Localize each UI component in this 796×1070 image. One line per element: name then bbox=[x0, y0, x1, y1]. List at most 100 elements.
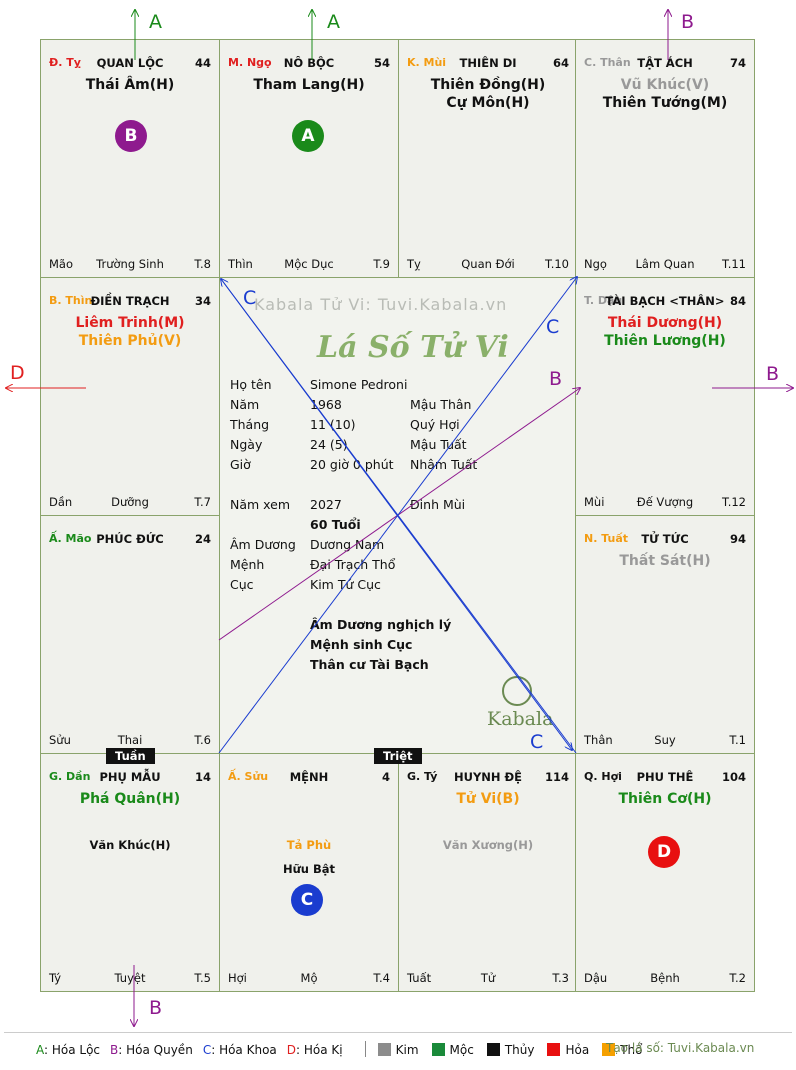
major-stars: Thiên Cơ(H) bbox=[576, 790, 754, 808]
palace-month: T.12 bbox=[722, 495, 746, 509]
legend-divider bbox=[4, 1032, 792, 1033]
legend-element-label: Thủy bbox=[504, 1043, 535, 1057]
palace-name: THIÊN DI bbox=[459, 56, 517, 70]
legend-swatch bbox=[431, 1043, 445, 1056]
palace-branch: Hợi bbox=[228, 971, 247, 985]
info-value: Simone Pedroni bbox=[310, 377, 408, 392]
legend-swatch bbox=[602, 1043, 616, 1056]
palace-name: TỬ TỨC bbox=[641, 532, 689, 546]
major-star: Tử Vi(B) bbox=[456, 791, 520, 807]
kabala-brand: Kabala bbox=[487, 708, 554, 730]
palace-branch: Mùi bbox=[584, 495, 605, 509]
palace-stage: Quan Đới bbox=[461, 257, 515, 271]
legend-swatch bbox=[547, 1043, 561, 1056]
palace-number: 64 bbox=[552, 56, 569, 70]
info-value: Đại Trạch Thổ bbox=[310, 557, 396, 572]
palace-month: T.9 bbox=[373, 257, 390, 271]
palace-can-chi: M. Ngọ bbox=[228, 56, 272, 69]
legend-swatch bbox=[486, 1043, 500, 1056]
palace-month: T.4 bbox=[373, 971, 390, 985]
legend-hoa-key: A bbox=[36, 1043, 44, 1057]
info-key: Cục bbox=[230, 577, 254, 592]
major-star: Thất Sát(H) bbox=[619, 553, 711, 569]
legend-element: Hỏa bbox=[547, 1043, 589, 1057]
palace-month: T.8 bbox=[194, 257, 211, 271]
legend-element-label: Hỏa bbox=[565, 1043, 590, 1057]
major-star: Tham Lang(H) bbox=[253, 77, 365, 93]
arrow-label-c3: C bbox=[530, 731, 544, 753]
analysis-note: Thân cư Tài Bạch bbox=[310, 657, 429, 672]
legend-element-label: Thổ bbox=[620, 1043, 643, 1057]
legend-hoa-key: C bbox=[202, 1043, 212, 1057]
palace-stage: Thai bbox=[117, 733, 143, 747]
arrow-label-c2: C bbox=[546, 316, 560, 338]
major-star: Thái Âm(H) bbox=[85, 77, 175, 93]
info-key: Âm Dương bbox=[230, 537, 296, 552]
palace-stage: Suy bbox=[654, 733, 676, 747]
badge-a: A bbox=[292, 120, 324, 152]
info-value: 11 (10) bbox=[310, 417, 356, 432]
badge-c: C bbox=[291, 884, 323, 916]
palace-name: ĐIỀN TRẠCH bbox=[90, 294, 170, 308]
palace-can-chi: B. Thìn bbox=[49, 294, 93, 307]
palace-name: HUYNH ĐỆ bbox=[453, 770, 523, 784]
major-star: Thái Dương(H) bbox=[607, 315, 723, 331]
palace-than[interactable]: C. Thân TẬT ÁCH 74 Vũ Khúc(V)Thiên Tướng(M)… bbox=[575, 39, 755, 278]
major-stars: Vũ Khúc(V)Thiên Tướng(M) bbox=[576, 76, 754, 112]
palace-name: NÔ BỘC bbox=[283, 56, 335, 70]
palace-name: TÀI BẠCH <THÂN> bbox=[605, 294, 725, 308]
info-can-chi: Nhâm Tuất bbox=[410, 457, 478, 472]
legend-colon: : bbox=[118, 1043, 127, 1057]
major-stars: Thiên Đồng(H)Cự Môn(H) bbox=[399, 76, 577, 112]
major-stars: Tử Vi(B) bbox=[399, 790, 577, 808]
palace-branch: Tuất bbox=[407, 971, 432, 985]
palace-stage: Tuyệt bbox=[114, 971, 146, 985]
palace-name: MỆNH bbox=[289, 770, 329, 784]
palace-can-chi: T. Dậu bbox=[584, 294, 623, 307]
palace-name: PHÚC ĐỨC bbox=[96, 532, 164, 546]
palace-can-chi: C. Thân bbox=[584, 56, 631, 69]
palace-number: 14 bbox=[194, 770, 211, 784]
palace-name: TẬT ÁCH bbox=[637, 56, 693, 70]
info-can-chi: Mậu Tuất bbox=[410, 437, 467, 452]
major-stars: Thái Dương(H)Thiên Lương(H) bbox=[576, 314, 754, 350]
legend-element: Mộc bbox=[431, 1043, 474, 1057]
palace-number: 114 bbox=[544, 770, 569, 784]
line-b-diag bbox=[218, 388, 580, 641]
legend-hoa-label: Hóa Kị bbox=[303, 1043, 343, 1057]
palace-header: C. Thân TẬT ÁCH 74 bbox=[584, 56, 746, 72]
site-link[interactable]: Tạo lá số: Tuvi.Kabala.vn bbox=[606, 1041, 755, 1055]
info-value: 20 giờ 0 phút bbox=[310, 457, 394, 472]
badge-d: D bbox=[648, 836, 680, 868]
legend-swatch bbox=[377, 1043, 391, 1056]
legend-hoa-key: D bbox=[286, 1043, 297, 1057]
legend-element-label: Mộc bbox=[449, 1043, 474, 1057]
palace-number: 74 bbox=[729, 56, 746, 70]
palace-month: T.11 bbox=[722, 257, 746, 271]
palace-can-chi: Q. Hợi bbox=[584, 770, 622, 783]
watermark-text: Kabala Tử Vi: Tuvi.Kabala.vn bbox=[254, 295, 508, 314]
